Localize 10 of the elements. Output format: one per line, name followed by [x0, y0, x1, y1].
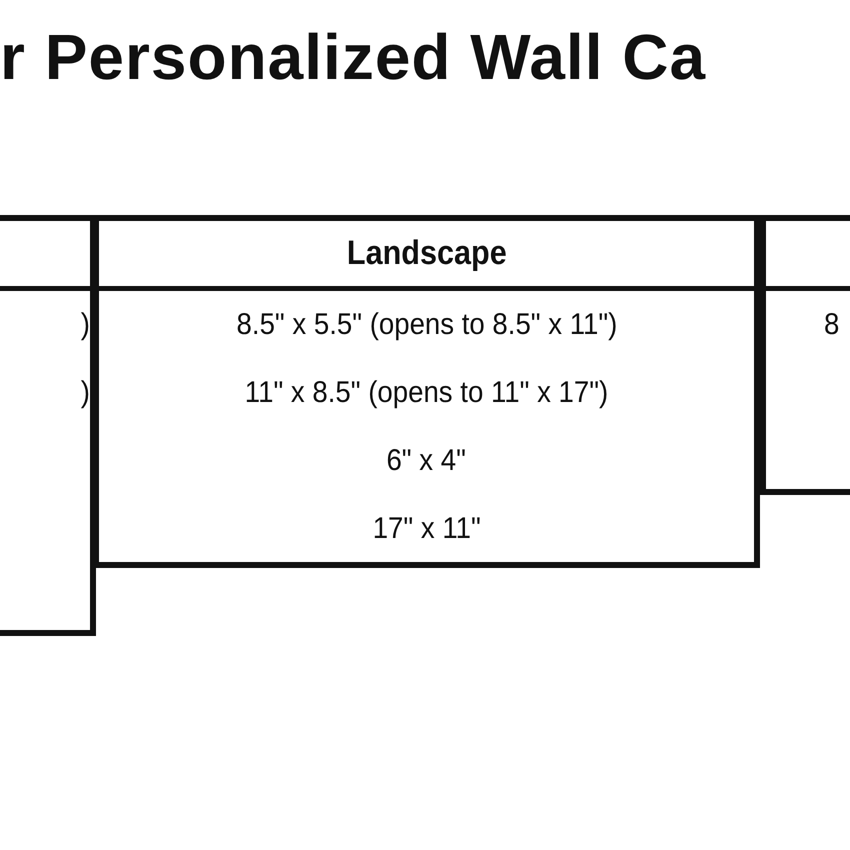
table-column — [93, 215, 760, 568]
size-text: ) — [80, 376, 90, 410]
size-text: 6" x 4" — [386, 444, 466, 478]
size-text: 11" x 8.5" (opens to 11" x 17") — [244, 376, 608, 410]
size-text: ) — [80, 308, 90, 342]
size-text: 8 — [824, 308, 840, 342]
title: r Personalized Wall Ca — [0, 22, 706, 92]
size-text: 8.5" x 5.5" (opens to 8.5" x 11") — [236, 308, 617, 342]
size-text: 17" x 11" — [372, 512, 481, 546]
column-header: Landscape — [346, 234, 506, 273]
